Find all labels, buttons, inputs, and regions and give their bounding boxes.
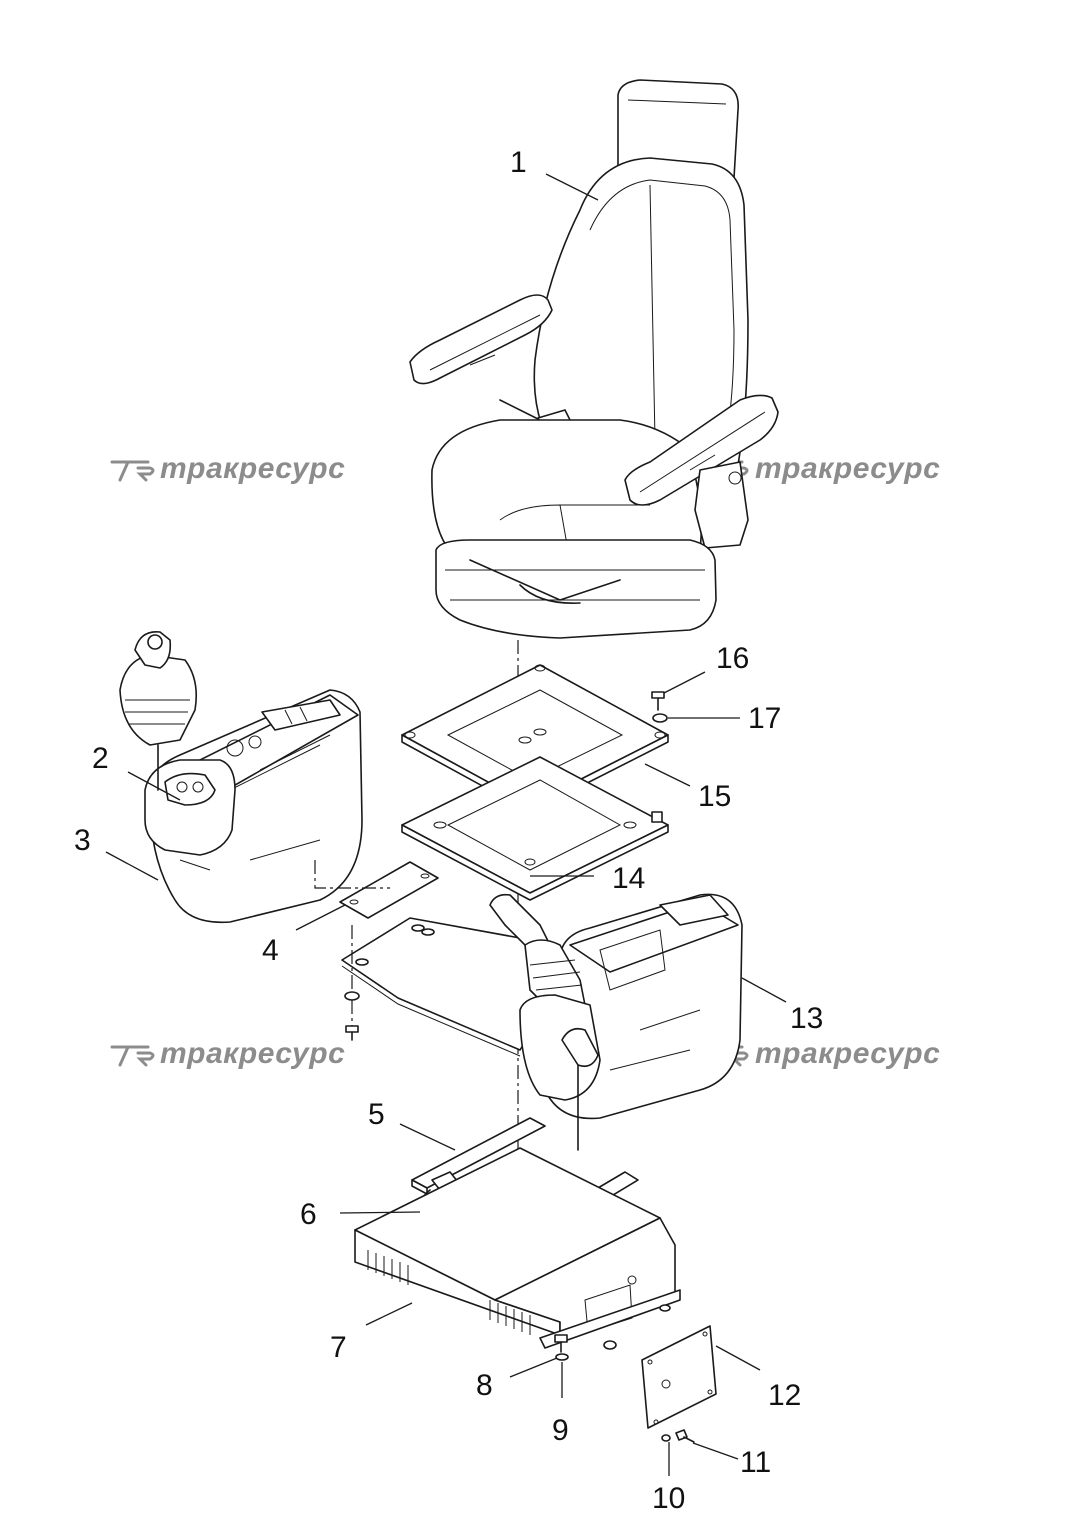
bolt-8: [554, 1334, 568, 1353]
watermark-bottom-right: тракресурс: [704, 1037, 940, 1070]
callout-6: 6: [300, 1198, 317, 1231]
callout-1: 1: [510, 146, 527, 179]
mounting-plate-15: [401, 664, 669, 813]
watermark-text: тракресурс: [160, 1037, 345, 1070]
callout-10: 10: [652, 1482, 685, 1515]
bracket-axis-line: [314, 860, 390, 889]
joystick-2: [119, 631, 216, 806]
joystick-right: [489, 893, 601, 1151]
tr-logo-icon: [110, 1045, 155, 1067]
callout-15: 15: [698, 780, 731, 813]
tr-logo-icon: [110, 460, 155, 482]
base-box-7: [354, 1147, 681, 1350]
washer-10: [661, 1434, 671, 1442]
callout-11: 11: [740, 1446, 771, 1479]
bolt-16: [651, 691, 665, 711]
callout-9: 9: [552, 1414, 569, 1447]
callout-3: 3: [74, 824, 91, 857]
watermark-text: тракресурс: [755, 1037, 940, 1070]
watermark-text: тракресурс: [160, 452, 345, 485]
callout-16: 16: [716, 642, 749, 675]
leader-lines: [105, 173, 787, 1476]
callout-5: 5: [368, 1098, 385, 1131]
cover-plate-12: [641, 1325, 717, 1429]
callout-2: 2: [92, 742, 109, 775]
screw-11: [675, 1429, 695, 1443]
callout-7: 7: [330, 1331, 347, 1364]
left-console-3: [144, 689, 363, 924]
callout-4: 4: [262, 934, 279, 967]
callout-14: 14: [612, 862, 645, 895]
washer-9: [555, 1353, 569, 1361]
watermark-text: тракресурс: [755, 452, 940, 485]
watermark-top-right: тракресурс: [704, 452, 940, 485]
watermark-bottom-left: тракресурс: [110, 1037, 345, 1070]
vent-slots-left: [367, 1250, 409, 1285]
watermark-top-left: тракресурс: [110, 452, 345, 485]
bracket-4: [314, 860, 439, 919]
callout-labels: 1 2 3 4 5 6 7 8 9 10 11 12 13 14 15 16 1…: [74, 146, 823, 1515]
callout-12: 12: [768, 1379, 801, 1412]
washer-17: [652, 713, 668, 723]
callout-13: 13: [790, 1002, 823, 1035]
vent-slots-right: [489, 1300, 531, 1335]
callout-8: 8: [476, 1369, 493, 1402]
callout-17: 17: [748, 702, 781, 735]
lower-plate-14: [401, 756, 669, 901]
seat-assembly: [409, 79, 779, 639]
